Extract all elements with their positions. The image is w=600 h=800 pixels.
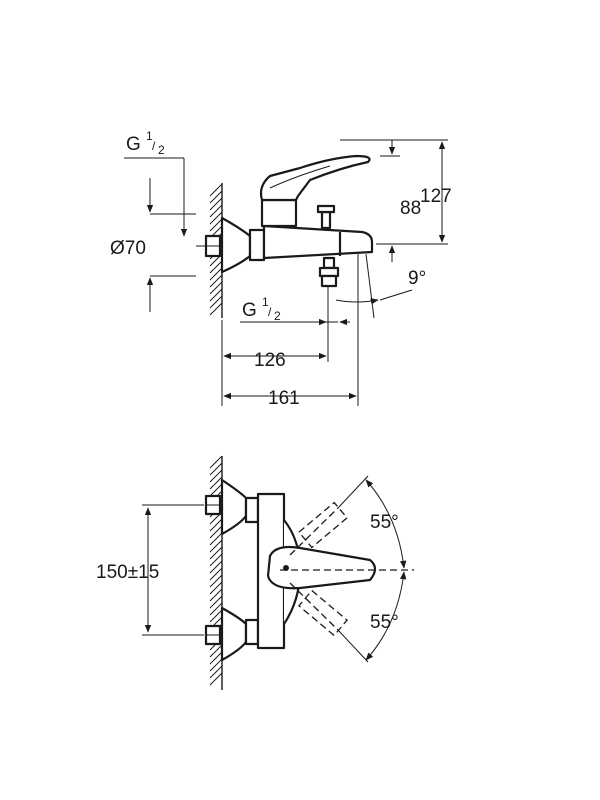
wall-hatch-line (209, 476, 223, 490)
side-label-height-127: 127 (420, 186, 452, 207)
side-wall-connector (204, 216, 252, 274)
wall-hatch-line (209, 588, 223, 602)
side-label-thread-spout: G 1 / 2 (242, 295, 281, 323)
side-extension-lines (124, 139, 448, 406)
wall-hatch-line (209, 672, 223, 686)
wall-hatch-line (209, 183, 223, 197)
wall-hatch-line (209, 532, 223, 546)
wall-hatch-line (209, 581, 223, 595)
side-label-thread-wall: G 1 / 2 (126, 129, 165, 157)
wall-hatch-line (209, 560, 223, 574)
wall-hatch-line (209, 602, 223, 616)
wall-hatch-line (209, 295, 223, 309)
wall-hatch-line (209, 658, 223, 672)
wall-hatch-line (209, 651, 223, 665)
front-label-spacing: 150±15 (96, 562, 159, 583)
wall-hatch-line (209, 609, 223, 623)
wall-hatch-line (209, 211, 223, 225)
wall-hatch-line (209, 288, 223, 302)
wall-hatch-line (209, 595, 223, 609)
front-lever (266, 545, 377, 590)
front-label-angle-bottom: 55° (370, 612, 399, 633)
front-connector-upper (204, 478, 260, 536)
wall-hatch-line (209, 218, 223, 232)
wall-hatch-line (209, 260, 223, 274)
side-spout-outlet (318, 256, 340, 288)
side-label-height-88: 88 (400, 198, 421, 219)
wall-hatch-line (209, 546, 223, 560)
svg-text:G: G (242, 300, 257, 321)
side-lever (259, 154, 371, 228)
wall-hatch-line (209, 518, 223, 532)
svg-text:1: 1 (146, 129, 153, 143)
wall-hatch-line (209, 281, 223, 295)
wall-hatch-line (209, 267, 223, 281)
wall-hatch-line (209, 462, 223, 476)
wall-hatch-line (209, 644, 223, 658)
front-dimension-lines (144, 479, 407, 661)
front-connector-lower (204, 606, 260, 662)
wall-hatch-line (209, 190, 223, 204)
front-lever-positions-dashed (289, 501, 348, 637)
wall-hatch-line (209, 553, 223, 567)
svg-text:/: / (268, 305, 272, 319)
wall-hatch-line (209, 274, 223, 288)
side-view: G 1 / 2 Ø70 88 127 9° G 1 / 2 126 161 (110, 129, 452, 409)
side-label-length-126: 126 (254, 350, 286, 371)
front-view: 150±15 55° 55° (96, 455, 414, 690)
wall-hatch-line (209, 525, 223, 539)
wall-hatch-line (209, 469, 223, 483)
wall-hatch-line (209, 483, 223, 497)
wall-hatch-line (209, 204, 223, 218)
wall-hatch-line (209, 574, 223, 588)
front-wall (209, 455, 223, 690)
svg-text:1: 1 (262, 295, 269, 309)
svg-text:G: G (126, 134, 141, 155)
side-diverter-knob (316, 204, 336, 230)
svg-text:2: 2 (158, 143, 165, 157)
wall-hatch-line (209, 665, 223, 679)
wall-hatch-line (209, 539, 223, 553)
front-label-angle-top: 55° (370, 512, 399, 533)
wall-hatch-line (209, 567, 223, 581)
side-label-angle: 9° (408, 268, 426, 289)
side-label-diameter: Ø70 (110, 238, 146, 259)
side-mixer-body (248, 224, 374, 262)
wall-hatch-line (209, 302, 223, 316)
wall-hatch-line (209, 455, 223, 469)
wall-hatch-line (209, 197, 223, 211)
side-dimension-lines (146, 140, 446, 400)
front-extension-lines (142, 475, 369, 663)
svg-text:/: / (152, 139, 156, 153)
side-label-length-161: 161 (268, 388, 300, 409)
svg-text:2: 2 (274, 309, 281, 323)
